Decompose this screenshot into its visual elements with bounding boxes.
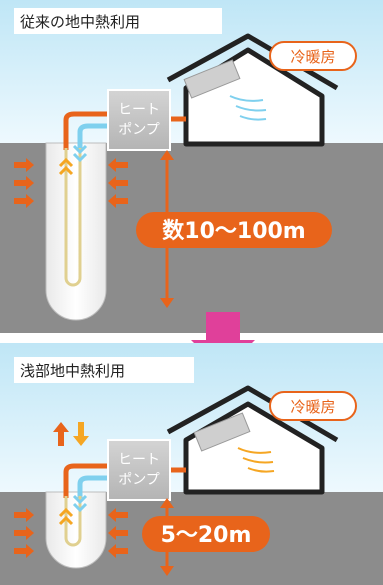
top-heat-pump-line1: ヒート xyxy=(118,102,160,118)
bottom-up-chevron-icon xyxy=(58,507,74,526)
top-cool-air-icon xyxy=(229,95,267,121)
bottom-heat-pump-line1: ヒート xyxy=(118,452,160,468)
top-panel: 従来の地中熱利用 冷暖房 ヒー xyxy=(0,0,383,333)
top-pipe-blue xyxy=(77,123,110,150)
bottom-depth-label: 5〜20m xyxy=(161,523,252,548)
top-down-chevron-icon xyxy=(72,144,88,163)
bottom-heat-pump-line2: ポンプ xyxy=(118,472,160,488)
top-heat-arrows-icon xyxy=(14,158,128,208)
top-room-badge-box xyxy=(269,41,357,71)
top-depth-label: 数10〜100m xyxy=(162,218,305,244)
top-house xyxy=(166,33,339,147)
top-pipe-orange xyxy=(63,111,110,150)
bottom-depth-label-box xyxy=(142,516,270,552)
bottom-borehole xyxy=(45,491,107,569)
top-heat-pump-box xyxy=(107,89,171,151)
bottom-pipe-loop xyxy=(64,496,82,547)
bottom-title: 浅部地中熱利用 xyxy=(20,362,125,380)
bottom-air-exchange-icon xyxy=(53,422,89,446)
bottom-indoor-unit xyxy=(193,412,251,452)
bottom-pipe-blue xyxy=(77,475,110,498)
transition-down-arrow-icon xyxy=(191,312,255,372)
top-indoor-unit xyxy=(183,59,241,99)
bottom-warm-air-icon xyxy=(237,447,275,473)
bottom-panel: 浅部地中熱利用 冷暖房 xyxy=(0,343,383,585)
top-up-chevron-icon xyxy=(58,157,74,176)
top-borehole xyxy=(45,142,107,321)
bottom-down-chevron-icon xyxy=(72,494,88,513)
bottom-heat-arrows-icon xyxy=(14,508,128,558)
top-pipe-loop xyxy=(64,148,82,287)
bottom-heat-pump-box xyxy=(107,439,171,501)
bottom-room-badge-box xyxy=(269,391,357,421)
bottom-house xyxy=(166,385,339,495)
top-depth-label-box xyxy=(136,212,332,248)
bottom-title-box xyxy=(14,357,194,383)
top-title-box xyxy=(14,8,222,34)
bottom-room-badge: 冷暖房 xyxy=(290,398,335,416)
top-heat-pump-line2: ポンプ xyxy=(118,122,160,138)
bottom-pipe-orange xyxy=(63,463,110,498)
top-title: 従来の地中熱利用 xyxy=(20,13,140,31)
top-room-badge: 冷暖房 xyxy=(290,48,335,66)
